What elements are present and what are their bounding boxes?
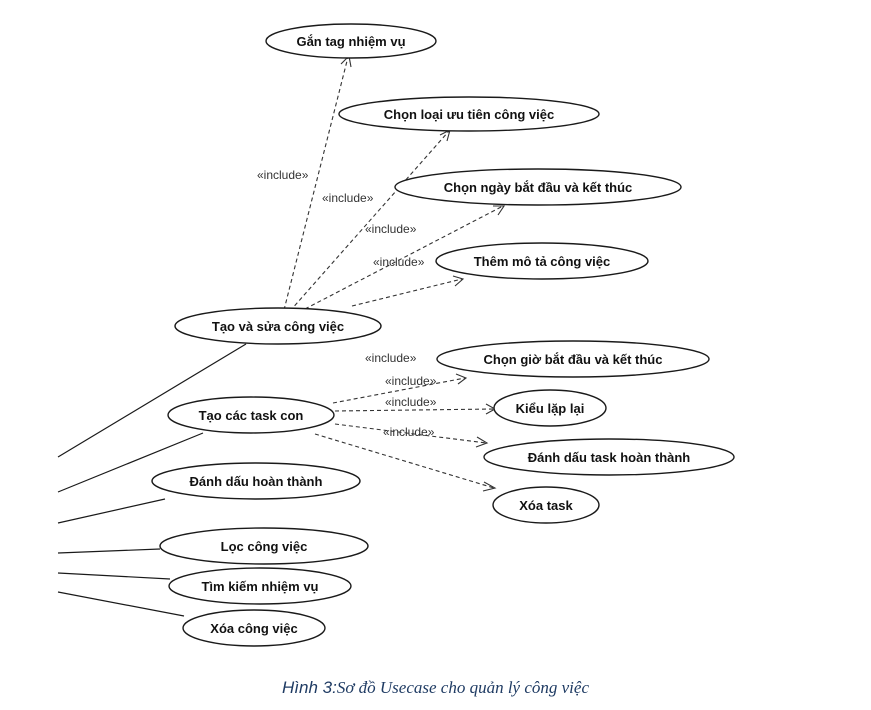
usecase-label: Xóa task	[519, 498, 573, 513]
usecase-danh-dau-task[interactable]: Đánh dấu task hoàn thành	[483, 438, 735, 476]
include-line-kieu-lap	[334, 408, 495, 412]
usecase-label: Gắn tag nhiệm vụ	[296, 34, 405, 49]
arrow-head	[475, 436, 489, 448]
include-relations: «include» «include» «include» «include» …	[257, 54, 506, 492]
include-label: «include»	[385, 374, 437, 388]
include-line-gan-tag	[283, 56, 349, 311]
usecase-label: Chọn giờ bắt đầu và kết thúc	[484, 352, 663, 367]
usecase-loc[interactable]: Lọc công việc	[159, 527, 369, 565]
include-line-mo-ta	[351, 278, 463, 307]
usecase-label: Đánh dấu task hoàn thành	[528, 450, 691, 465]
include-line-ngay	[304, 205, 504, 310]
include-line-danh-dau-task	[334, 423, 487, 444]
usecase-danh-dau-ht[interactable]: Đánh dấu hoàn thành	[151, 462, 361, 500]
arrow-head	[452, 275, 465, 287]
include-label: «include»	[365, 222, 417, 236]
usecase-label: Thêm mô tả công việc	[474, 254, 611, 269]
arrow-head	[493, 205, 506, 216]
figure-caption: Hình 3:Sơ đồ Usecase cho quản lý công vi…	[0, 678, 871, 698]
include-label: «include»	[383, 425, 435, 439]
caption-lead: Hình 3:	[282, 678, 337, 697]
usecase-gio[interactable]: Chọn giờ bắt đầu và kết thúc	[436, 340, 710, 378]
assoc-task-con	[57, 432, 204, 493]
usecase-label: Xóa công việc	[210, 621, 297, 636]
usecase-label: Lọc công việc	[221, 539, 308, 554]
assoc-xoa-cv	[57, 591, 185, 617]
include-label: «include»	[257, 168, 309, 182]
include-line-gio	[332, 377, 466, 404]
actor-associations	[57, 343, 247, 617]
usecase-label: Đánh dấu hoàn thành	[190, 474, 323, 489]
usecase-ngay[interactable]: Chọn ngày bắt đầu và kết thúc	[394, 168, 682, 206]
usecase-task-con[interactable]: Tạo các task con	[167, 396, 335, 434]
include-label: «include»	[373, 255, 425, 269]
usecase-gan-tag[interactable]: Gắn tag nhiệm vụ	[265, 23, 437, 59]
usecase-tao-sua[interactable]: Tạo và sửa công việc	[174, 307, 382, 345]
usecase-label: Chọn ngày bắt đầu và kết thúc	[444, 180, 633, 195]
include-line-uu-tien	[289, 130, 450, 312]
usecase-label: Tìm kiếm nhiệm vụ	[201, 579, 318, 594]
caption-text: Sơ đồ Usecase cho quản lý công việc	[336, 678, 589, 697]
assoc-loc	[57, 548, 161, 554]
usecase-label: Tạo và sửa công việc	[212, 319, 344, 334]
usecase-kieu-lap[interactable]: Kiểu lặp lại	[493, 389, 607, 427]
arrow-head	[482, 481, 497, 492]
assoc-tao-sua	[57, 343, 247, 458]
usecase-label: Chọn loại ưu tiên công việc	[384, 107, 555, 122]
usecase-label: Kiểu lặp lại	[516, 401, 585, 416]
usecase-uu-tien[interactable]: Chọn loại ưu tiên công việc	[338, 96, 600, 132]
include-label: «include»	[365, 351, 417, 365]
usecase-label: Tạo các task con	[199, 408, 304, 423]
assoc-tim-kiem	[57, 572, 171, 580]
assoc-danh-dau-ht	[57, 498, 166, 524]
usecase-xoa-cv[interactable]: Xóa công việc	[182, 609, 326, 647]
include-label: «include»	[385, 395, 437, 409]
usecase-diagram: «include» «include» «include» «include» …	[57, 23, 735, 647]
usecase-xoa-task[interactable]: Xóa task	[492, 486, 600, 524]
include-line-xoa-task	[314, 433, 495, 489]
include-label: «include»	[322, 191, 374, 205]
arrow-head	[455, 373, 468, 385]
usecase-mo-ta[interactable]: Thêm mô tả công việc	[435, 242, 649, 280]
usecase-tim-kiem[interactable]: Tìm kiếm nhiệm vụ	[168, 567, 352, 605]
